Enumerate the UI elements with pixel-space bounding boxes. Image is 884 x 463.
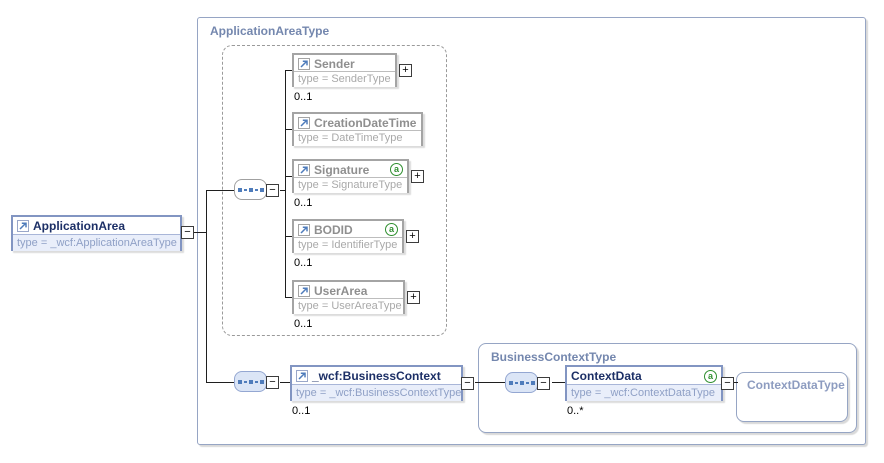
- container-title: BusinessContextType: [491, 350, 617, 364]
- collapse-button[interactable]: −: [266, 184, 279, 197]
- element-type: type = DateTimeType: [294, 131, 421, 146]
- attributes-indicator-icon: a: [385, 223, 398, 236]
- element-name: Sender: [314, 56, 355, 71]
- connector-line: [207, 382, 234, 383]
- element-icon: [298, 223, 310, 236]
- element-type: type = IdentifierType: [294, 238, 402, 253]
- element-name: Signature: [314, 162, 370, 177]
- element-title-row: Sender: [294, 55, 395, 72]
- sequence-icon[interactable]: [234, 371, 267, 392]
- element-type: type = _wcf:BusinessContextType: [292, 385, 461, 401]
- element-icon: [298, 163, 310, 176]
- element-name: BODID: [314, 222, 353, 237]
- cardinality-label: 0..1: [294, 318, 313, 330]
- connector-line: [206, 190, 207, 383]
- element-title-row: _wcf:BusinessContext: [292, 367, 461, 385]
- element-icon: [298, 284, 310, 297]
- element-box-signature[interactable]: Signature a type = SignatureType: [292, 159, 409, 193]
- collapse-button[interactable]: −: [537, 377, 550, 390]
- connector-line: [734, 382, 738, 383]
- collapse-button[interactable]: −: [181, 226, 194, 239]
- connector-line: [207, 190, 234, 191]
- element-title-row: ApplicationArea: [13, 217, 180, 235]
- element-name: _wcf:BusinessContext: [312, 369, 441, 383]
- attributes-indicator-icon: a: [390, 163, 403, 176]
- element-title-row: CreationDateTime: [294, 114, 421, 131]
- type-box-title: ContextDataType: [747, 378, 845, 392]
- element-box-context-data[interactable]: ContextData a type = _wcf:ContextDataTyp…: [565, 365, 723, 401]
- element-type: type = UserAreaType: [294, 299, 403, 314]
- cardinality-label: 0..1: [294, 91, 313, 103]
- element-box-bodid[interactable]: BODID a type = IdentifierType: [292, 219, 404, 253]
- collapse-button[interactable]: −: [266, 376, 279, 389]
- connector-line: [285, 129, 292, 130]
- element-icon: [17, 220, 29, 232]
- sequence-icon[interactable]: [234, 179, 267, 200]
- element-box-application-area[interactable]: ApplicationArea type = _wcf:ApplicationA…: [11, 215, 182, 251]
- element-title-row: Signature a: [294, 161, 407, 178]
- sequence-icon[interactable]: [505, 372, 538, 393]
- element-type: type = _wcf:ApplicationAreaType: [13, 235, 180, 251]
- element-box-creation-date-time[interactable]: CreationDateTime type = DateTimeType: [292, 112, 423, 146]
- connector-line: [194, 232, 207, 233]
- connector-line: [285, 70, 286, 298]
- attributes-indicator-icon: a: [704, 369, 717, 383]
- connector-line: [280, 190, 285, 191]
- element-box-business-context[interactable]: _wcf:BusinessContext type = _wcf:Busines…: [290, 365, 463, 401]
- element-name: ContextData: [571, 369, 642, 383]
- expand-button[interactable]: +: [407, 291, 420, 304]
- container-title: ApplicationAreaType: [210, 24, 330, 38]
- expand-button[interactable]: +: [406, 230, 419, 243]
- element-title-row: UserArea: [294, 282, 403, 299]
- element-icon: [298, 57, 310, 70]
- element-name: UserArea: [314, 283, 368, 298]
- connector-line: [552, 382, 565, 383]
- collapse-button[interactable]: −: [461, 377, 474, 390]
- cardinality-label: 0..1: [292, 405, 311, 417]
- cardinality-label: 0..1: [294, 257, 313, 269]
- element-box-user-area[interactable]: UserArea type = UserAreaType: [292, 280, 405, 314]
- element-title-row: BODID a: [294, 221, 402, 238]
- connector-line: [285, 297, 292, 298]
- connector-line: [285, 70, 292, 71]
- element-title-row: ContextData a: [567, 367, 721, 385]
- connector-line: [475, 382, 505, 383]
- type-box-context-data-type: ContextDataType: [736, 372, 848, 422]
- element-type: type = SenderType: [294, 72, 395, 87]
- element-name: ApplicationArea: [33, 219, 126, 233]
- element-box-sender[interactable]: Sender type = SenderType: [292, 53, 397, 87]
- cardinality-label: 0..1: [294, 197, 313, 209]
- expand-button[interactable]: +: [411, 170, 424, 183]
- connector-line: [280, 382, 290, 383]
- element-name: CreationDateTime: [314, 115, 417, 130]
- connector-line: [285, 176, 292, 177]
- expand-button[interactable]: +: [399, 64, 412, 77]
- cardinality-label: 0..*: [567, 405, 584, 417]
- element-icon: [298, 116, 310, 129]
- connector-line: [285, 236, 292, 237]
- element-type: type = SignatureType: [294, 178, 407, 193]
- collapse-button[interactable]: −: [721, 377, 734, 390]
- element-type: type = _wcf:ContextDataType: [567, 385, 721, 401]
- element-icon: [296, 370, 308, 382]
